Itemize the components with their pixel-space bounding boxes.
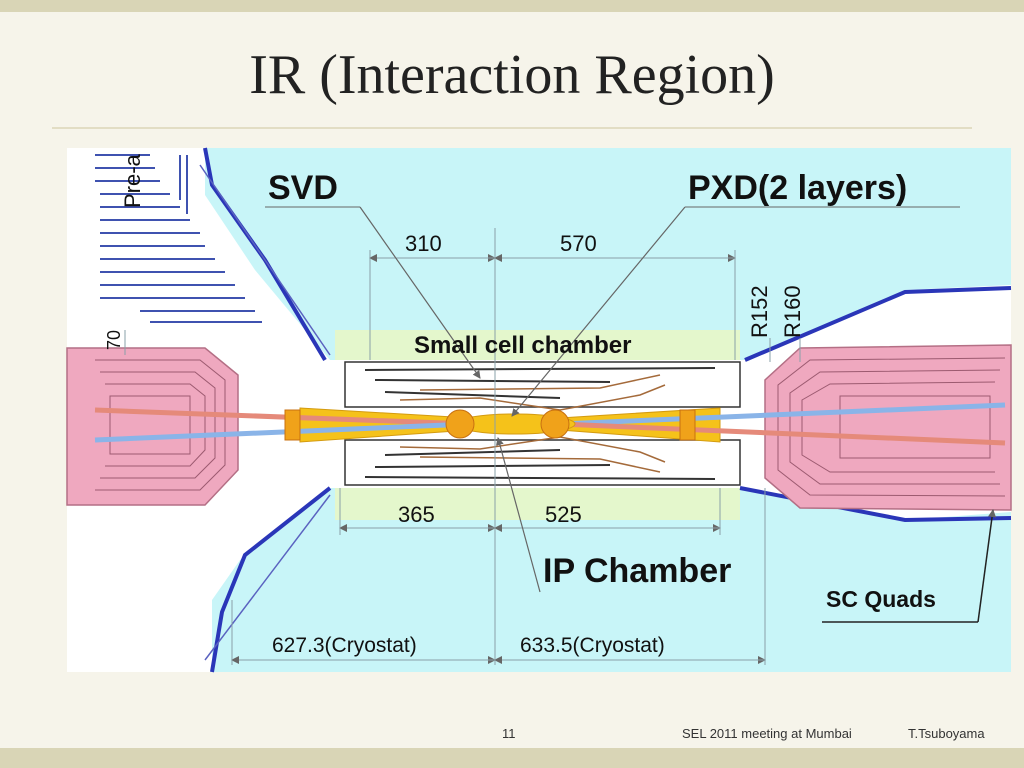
- beam-pipe-left-upper: [94, 407, 471, 427]
- bottom-decorative-band: [0, 748, 1024, 768]
- footer-meeting: SEL 2011 meeting at Mumbai: [682, 726, 852, 741]
- ip-flange-right: [540, 409, 570, 439]
- pxd-pointer: [511, 206, 686, 417]
- dimension-cryostat-left: 627.3(Cryostat): [272, 634, 417, 657]
- svd-pointer: [359, 206, 481, 379]
- dimension-70: 70: [104, 330, 124, 350]
- pre-amplifier-lines: [95, 154, 262, 323]
- dimension-cryostat-right: 633.5(Cryostat): [520, 634, 665, 657]
- dimension-lines: [124, 228, 801, 665]
- right-magnet-coils: [777, 357, 1006, 497]
- pxd-label: PXD(2 layers): [688, 169, 907, 207]
- ip-chamber-pointer: [495, 437, 541, 593]
- cryostat-boundary-lower-left: [210, 486, 332, 673]
- sc-quads-pointer: [977, 509, 997, 623]
- cryostat-boundary-upper-right: [744, 286, 1012, 362]
- beam-pipe-left-lower: [94, 421, 471, 443]
- top-decorative-band: [0, 0, 1024, 12]
- svd-label: SVD: [268, 169, 338, 207]
- upper-green-band: [335, 330, 740, 360]
- dimension-365: 365: [398, 502, 435, 527]
- left-flange-outer: [284, 409, 301, 441]
- pre-a-label: Pre-a: [120, 153, 145, 208]
- cryostat-inner-line-lower: [204, 494, 331, 661]
- dimension-570: 570: [560, 231, 597, 256]
- footer-author: T.Tsuboyama: [908, 726, 985, 741]
- svd-ladders: [364, 367, 716, 480]
- lower-cyan-region: [212, 488, 1011, 672]
- sc-quads-label: SC Quads: [826, 586, 936, 612]
- radius-r152-label: R152: [747, 285, 772, 338]
- title-divider: [52, 127, 972, 129]
- lower-green-band: [335, 488, 740, 520]
- radius-r160-label: R160: [780, 285, 805, 338]
- cryostat-inner-line-upper: [199, 164, 331, 356]
- left-magnet-coils: [95, 359, 226, 491]
- dimension-310: 310: [405, 231, 442, 256]
- page-number: 11: [502, 726, 516, 741]
- slide-title: IR (Interaction Region): [249, 44, 775, 106]
- ip-flange-left: [445, 409, 475, 439]
- right-flange-outer: [679, 409, 696, 441]
- ip-chamber-label: IP Chamber: [543, 552, 731, 590]
- dimension-525: 525: [545, 502, 582, 527]
- beam-pipe-right-lower: [559, 421, 1006, 446]
- upper-cyan-region: [205, 148, 1011, 360]
- small-cell-chamber-label: Small cell chamber: [414, 332, 631, 359]
- beam-pipe-right-upper: [559, 402, 1006, 427]
